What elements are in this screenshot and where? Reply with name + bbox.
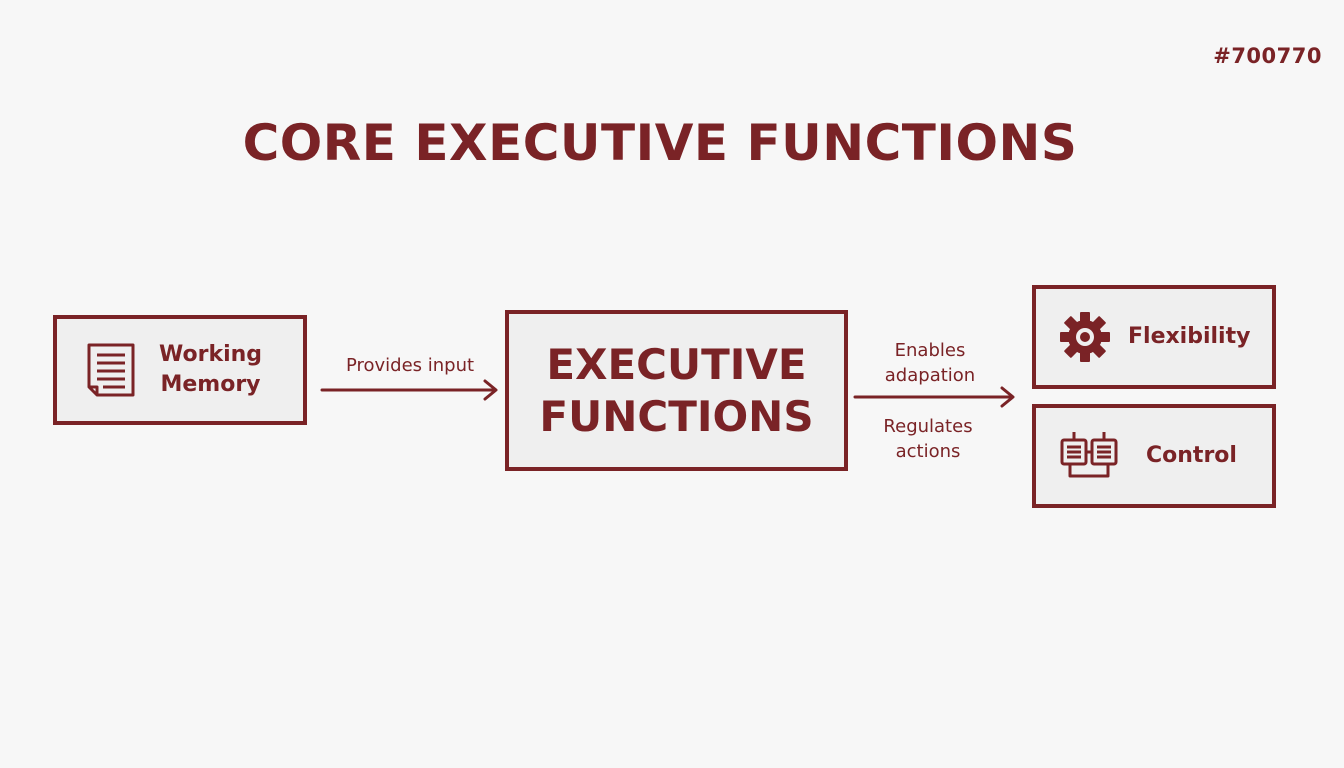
hex-code-label: #700770 [1213, 44, 1322, 68]
executive-functions-box: EXECUTIVE FUNCTIONS [505, 310, 848, 471]
flexibility-box: Flexibility [1032, 285, 1276, 389]
working-memory-box: Working Memory [53, 315, 307, 425]
executive-functions-label: EXECUTIVE FUNCTIONS [539, 339, 813, 443]
working-memory-label-line1: Working [159, 342, 263, 367]
arrow-provides-input [320, 379, 498, 401]
control-box: Control [1032, 404, 1276, 508]
regulates-label-line2: actions [895, 441, 961, 462]
regulates-label-line1: Regulates [883, 416, 973, 437]
flexibility-label: Flexibility [1128, 324, 1251, 349]
control-panels-icon [1058, 428, 1120, 484]
arrow-to-outputs [853, 386, 1015, 408]
regulates-actions-label: Regulates actions [860, 414, 996, 464]
document-list-icon [85, 341, 137, 399]
working-memory-label: Working Memory [159, 340, 262, 400]
executive-functions-label-line1: EXECUTIVE [546, 339, 807, 389]
diagram-title: CORE EXECUTIVE FUNCTIONS [242, 114, 1078, 172]
working-memory-label-line2: Memory [160, 372, 261, 397]
enables-label-line2: adapation [884, 365, 976, 386]
executive-functions-label-line2: FUNCTIONS [539, 391, 814, 441]
control-label: Control [1146, 443, 1237, 468]
enables-adaptation-label: Enables adapation [862, 338, 998, 388]
provides-input-label: Provides input [345, 355, 475, 376]
gear-icon [1058, 310, 1112, 364]
enables-label-line1: Enables [894, 340, 966, 361]
